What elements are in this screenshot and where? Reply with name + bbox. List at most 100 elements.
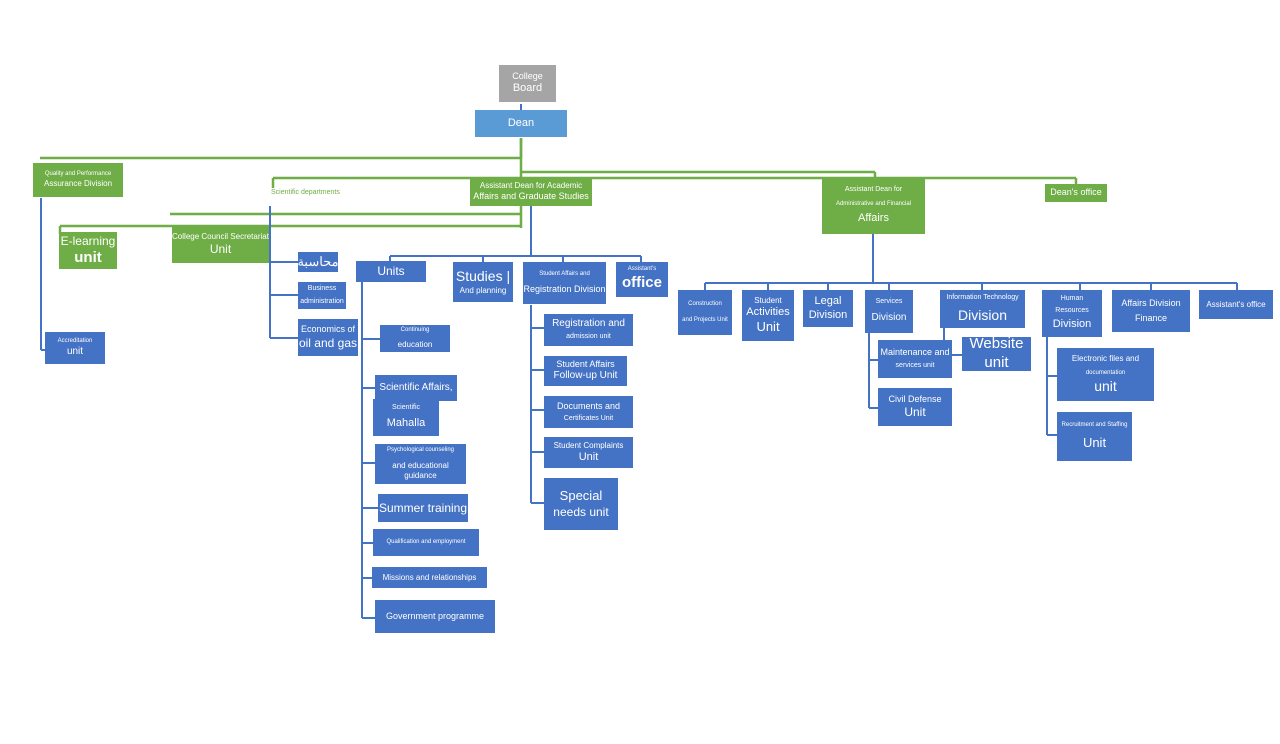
- missions-box: Missions and relationships: [372, 567, 487, 588]
- elearning-unit-box: E-learning unit: [59, 232, 117, 269]
- student-followup-line-2: Follow-up Unit: [553, 370, 618, 382]
- recruitment-staffing-line-1: Recruitment and Staffing: [1061, 422, 1128, 429]
- assistant-office-admin-box: Assistant's office: [1199, 290, 1273, 319]
- maintenance-services-line-2: services unit: [895, 362, 935, 370]
- qualification-box: Qualification and employment: [373, 529, 479, 556]
- finance-division-line-1: Affairs Division: [1121, 298, 1181, 309]
- student-activities-line-2: Activities: [746, 305, 790, 318]
- dept-accounting-box: محاسبة: [298, 252, 338, 272]
- admin-assistant-dean-line-1: Assistant Dean for: [844, 186, 903, 193]
- special-needs-line-2: needs unit: [553, 504, 609, 519]
- recruitment-staffing-line-2: Unit: [1082, 434, 1107, 450]
- assistant-office-admin-label: Assistant's office: [1206, 299, 1266, 309]
- special-needs-box: Special needs unit: [544, 478, 618, 530]
- quality-division-box: Quality and Performance Assurance Divisi…: [33, 163, 123, 197]
- dean-label: Dean: [507, 116, 535, 129]
- dept-business-line-1: Business: [307, 284, 337, 292]
- civil-defense-line-1: Civil Defense: [888, 393, 942, 404]
- studies-planning-box: Studies | And planning: [453, 262, 513, 302]
- special-needs-line-1: Special: [559, 488, 603, 504]
- hr-division-box: Human Resources Division: [1042, 290, 1102, 337]
- government-programme-label: Government programme: [385, 610, 485, 621]
- construction-projects-line-1: Construction: [688, 301, 722, 307]
- student-complaints-line-1: Student Complaints: [553, 440, 624, 450]
- continuing-education-line-2: education: [397, 339, 433, 349]
- units-box: Units: [356, 261, 426, 282]
- website-unit-line-1: Website: [969, 337, 1024, 353]
- dean-box: Dean: [475, 110, 567, 137]
- academic-assistant-dean-line-1: Assistant Dean for Academic: [479, 181, 583, 191]
- psych-counseling-box: Psychological counseling and educational…: [375, 444, 466, 484]
- admin-assistant-dean-line-2: Administrative and Financial: [835, 200, 912, 207]
- scientific-mahalla-box: Scientific Mahalla: [373, 399, 439, 436]
- academic-assistant-dean-line-2: Affairs and Graduate Studies: [473, 191, 589, 202]
- deans-office-box: Dean's office: [1045, 184, 1107, 202]
- student-affairs-division-box: Student Affairs and Registration Divisio…: [523, 262, 606, 304]
- civil-defense-box: Civil Defense Unit: [878, 388, 952, 426]
- elearning-line-2: unit: [74, 248, 102, 266]
- website-unit-line-2: unit: [984, 354, 1009, 371]
- it-division-line-1: Information Technology: [946, 293, 1019, 301]
- dept-economics-box: Economics of oil and gas: [298, 319, 358, 356]
- maintenance-services-box: Maintenance and services unit: [878, 340, 952, 378]
- student-activities-box: Student Activities Unit: [742, 290, 794, 341]
- registration-admission-line-2: admission unit: [566, 333, 611, 341]
- registration-admission-box: Registration and admission unit: [544, 314, 633, 346]
- summer-training-label: Summer training: [378, 500, 468, 515]
- student-affairs-division-line-2: Registration Division: [523, 283, 606, 294]
- studies-planning-line-1: Studies |: [455, 268, 511, 285]
- scientific-affairs-label: Scientific Affairs,: [379, 381, 453, 393]
- documents-certificates-line-1: Documents and: [556, 400, 621, 411]
- student-activities-line-1: Student: [754, 295, 782, 305]
- dept-economics-line-2: oil and gas: [298, 335, 358, 350]
- it-division-box: Information Technology Division: [940, 290, 1025, 328]
- it-division-line-2: Division: [957, 306, 1007, 323]
- website-unit-box: Website unit: [962, 337, 1031, 371]
- documents-certificates-box: Documents and Certificates Unit: [544, 396, 633, 428]
- quality-unit-line-2: unit: [66, 345, 84, 357]
- construction-projects-box: Construction and Projects Unit: [678, 290, 732, 335]
- electronic-files-line-3: unit: [1094, 377, 1117, 394]
- dept-business-box: Business administration: [298, 282, 346, 309]
- civil-defense-line-2: Unit: [904, 405, 926, 420]
- assistant-office-academic-line-1: Assistant's: [627, 266, 657, 273]
- dept-accounting-label: محاسبة: [298, 253, 338, 269]
- student-complaints-box: Student Complaints Unit: [544, 437, 633, 468]
- elearning-line-1: E-learning: [60, 233, 116, 248]
- electronic-files-line-1: Electronic files and: [1071, 354, 1140, 363]
- student-followup-line-1: Student Affairs: [556, 359, 615, 370]
- legal-division-line-1: Legal: [814, 294, 842, 307]
- maintenance-services-line-1: Maintenance and: [880, 347, 950, 357]
- dept-business-line-2: administration: [300, 297, 344, 305]
- council-secretariat-line-2: Unit: [209, 242, 232, 256]
- deans-office-label: Dean's office: [1050, 187, 1102, 198]
- finance-division-box: Affairs Division Finance: [1112, 290, 1190, 332]
- summer-training-box: Summer training: [378, 494, 468, 522]
- psych-counseling-line-2: and educational guidance: [392, 460, 449, 480]
- admin-assistant-dean-box: Assistant Dean for Administrative and Fi…: [822, 178, 925, 234]
- assistant-office-academic-line-2: office: [621, 273, 662, 291]
- admin-assistant-dean-line-3: Affairs: [858, 212, 889, 225]
- continuing-education-line-1: Continuing: [400, 327, 430, 334]
- studies-planning-line-2: And planning: [459, 285, 507, 295]
- documents-certificates-line-2: Certificates Unit: [563, 414, 614, 422]
- registration-admission-line-1: Registration and: [552, 317, 625, 329]
- construction-projects-line-2: and Projects Unit: [682, 316, 728, 323]
- legal-division-box: Legal Division: [803, 290, 853, 327]
- hr-division-line-1: Human: [1060, 295, 1084, 303]
- college-board-box: College Board: [499, 65, 556, 102]
- units-label: Units: [377, 264, 405, 278]
- student-followup-box: Student Affairs Follow-up Unit: [544, 356, 627, 386]
- academic-assistant-dean-box: Assistant Dean for Academic Affairs and …: [470, 178, 592, 206]
- services-division-line-2: Division: [871, 312, 907, 324]
- scientific-affairs-box: Scientific Affairs,: [375, 375, 457, 401]
- scientific-departments-label: Scientific departments: [271, 189, 340, 196]
- continuing-education-box: Continuing education: [380, 325, 450, 352]
- college-board-line-2: Board: [512, 82, 543, 95]
- recruitment-staffing-box: Recruitment and Staffing Unit: [1057, 412, 1132, 461]
- quality-division-line-2: Assurance Division: [43, 178, 113, 188]
- scientific-mahalla-line-2: Mahalla: [386, 417, 426, 429]
- qualification-label: Qualification and employment: [386, 538, 466, 545]
- college-board-line-1: College: [512, 71, 543, 81]
- council-secretariat-box: College Council Secretariat Unit: [172, 226, 269, 263]
